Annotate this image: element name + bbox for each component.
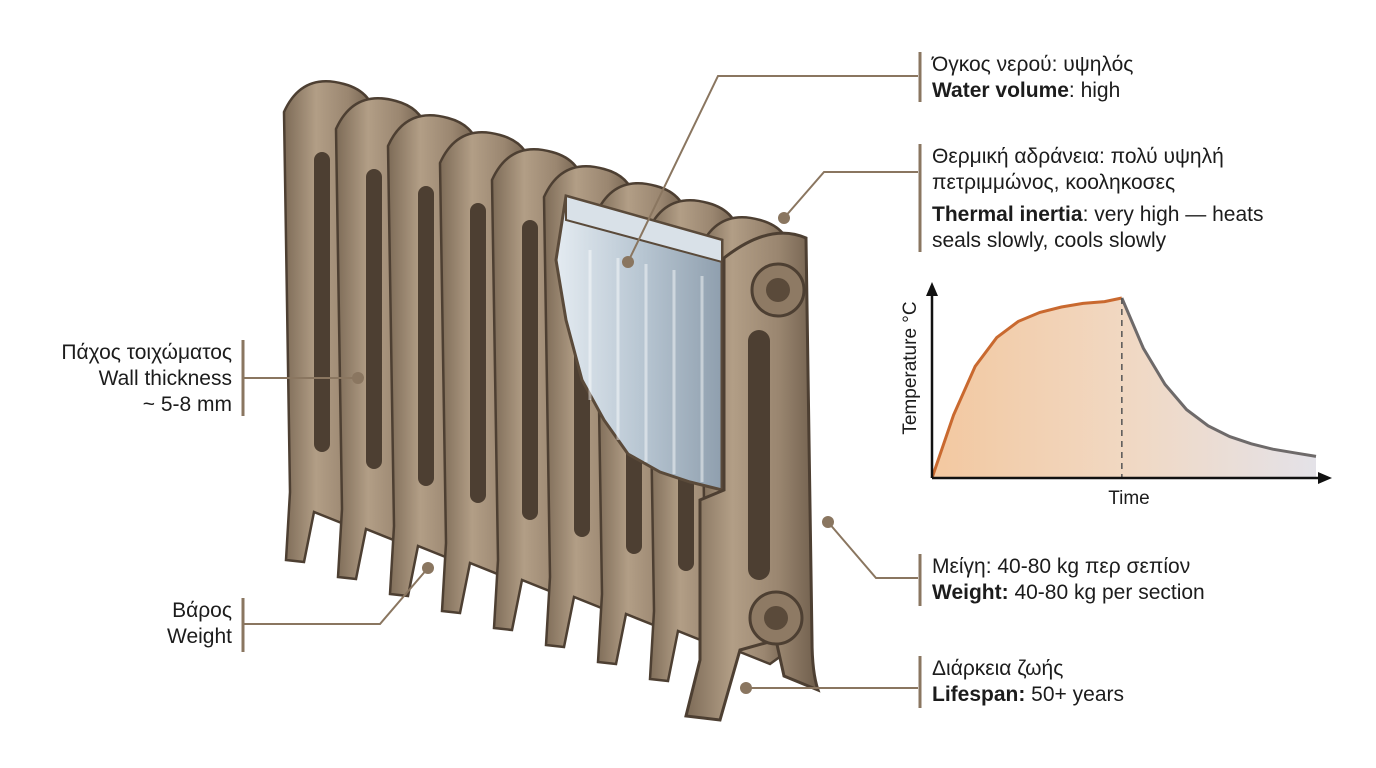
water-volume-greek: Όγκος νερού: υψηλός [932, 53, 1134, 76]
thermal-inertia-value: : very high — heats [1082, 203, 1264, 226]
lifespan-greek: Διάρκεια ζωής [932, 657, 1064, 680]
wall-thickness-title: Wall thickness [98, 367, 232, 390]
lifespan-title: Lifespan: [932, 683, 1026, 706]
chart-line-heating [930, 296, 1123, 479]
chart-y-label: Temperature °C [900, 301, 921, 434]
weight-right-label: Μείγη: 40-80 kg περ σεπίον Weight: 40-80… [932, 554, 1205, 606]
water-volume-title: Water volume [932, 79, 1069, 102]
wall-thickness-greek: Πάχος τοιχώματος [61, 341, 232, 364]
thermal-inertia-title: Thermal inertia [932, 203, 1083, 226]
wall-thickness-label: Πάχος τοιχώματος Wall thickness ~ 5-8 mm [61, 340, 232, 418]
thermal-inertia-greek-2: πετριμμώνος, κοοληκοσες [932, 171, 1176, 194]
chart-area-fill [932, 298, 1316, 478]
y-axis-arrow-icon [926, 282, 938, 296]
lifespan-value: 50+ years [1025, 683, 1124, 706]
lifespan-label: Διάρκεια ζωής Lifespan: 50+ years [932, 656, 1124, 708]
front-section [684, 231, 821, 722]
x-axis-arrow-icon [1318, 472, 1332, 484]
thermal-inertia-greek-1: Θερμική αδράνεια: πολύ υψηλή [932, 145, 1224, 168]
temperature-chart: Time Temperature °C [900, 282, 1332, 509]
chart-line-cooling [1120, 297, 1317, 458]
wall-thickness-value: ~ 5-8 mm [142, 393, 232, 416]
weight-title: Weight [167, 625, 232, 648]
weight-greek: Βάρος [172, 599, 232, 622]
weight-left-label: Βάρος Weight [167, 598, 232, 650]
water-volume-label: Όγκος νερού: υψηλός Water volume: high [932, 52, 1133, 104]
thermal-inertia-label: Θερμική αδράνεια: πολύ υψηλή πετριμμώνος… [932, 144, 1263, 254]
leader-lines [244, 75, 918, 689]
weight-section-value: 40-80 kg per section [1008, 581, 1205, 604]
water-volume-value: : high [1068, 79, 1121, 102]
weight-section-greek: Μείγη: 40-80 kg περ σεπίον [932, 555, 1191, 578]
leader-dots [352, 212, 834, 694]
label-bars [241, 52, 922, 708]
weight-section-title: Weight: [932, 581, 1009, 604]
thermal-inertia-detail: seals slowly, cools slowly [932, 229, 1167, 252]
chart-x-label: Time [1108, 488, 1150, 509]
